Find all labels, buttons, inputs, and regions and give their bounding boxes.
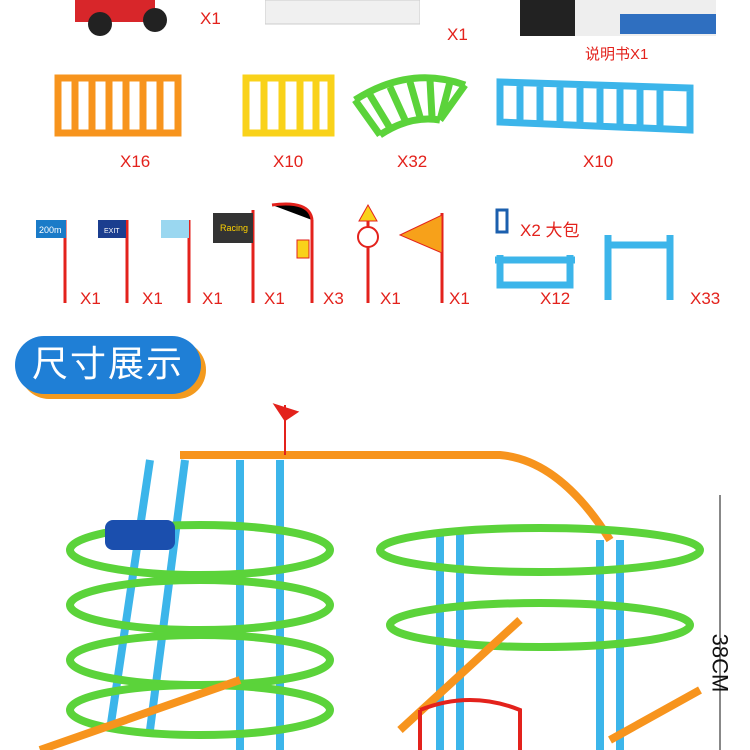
warning-sign-quantity: X1 [380, 289, 401, 308]
track-pieces-illustration [54, 74, 694, 138]
racing-flag-icon [213, 213, 253, 243]
traffic-light-icon [296, 239, 310, 259]
green-curve-track [352, 74, 468, 138]
clip-quantity: X2 大包 [520, 221, 580, 240]
traffic-light-quantity: X3 [323, 289, 344, 308]
toy-car-image [75, 0, 167, 36]
parts-illustration [495, 208, 674, 300]
height-label: 38CM [707, 633, 733, 693]
pennant-flag-quantity: X1 [449, 289, 470, 308]
car-quantity: X1 [200, 9, 221, 28]
exit-sign-quantity: X1 [142, 289, 163, 308]
clip-icon [495, 208, 509, 234]
base-quantity: X12 [540, 289, 571, 308]
pillar-icon [604, 235, 674, 300]
pennant-flag-icon [398, 214, 443, 254]
base-icon [495, 255, 575, 289]
manual-quantity: 说明书X1 [585, 46, 649, 63]
distance-sign-icon [36, 220, 66, 238]
yellow-track-quantity: X10 [273, 152, 304, 171]
exit-sign-icon [98, 220, 126, 238]
blue-track-quantity: X10 [583, 152, 614, 171]
package-box-image [265, 0, 420, 25]
assembled-track-photo [38, 403, 721, 750]
box-quantity: X1 [447, 25, 468, 44]
distance-sign-quantity: X1 [80, 289, 101, 308]
yellow-short-track [242, 74, 335, 137]
no-parking-quantity: X1 [202, 289, 223, 308]
blue-slope-track [496, 78, 694, 134]
svg-text:EXIT: EXIT [104, 228, 120, 235]
section-title: 尺寸展示 [15, 336, 201, 394]
warning-sign-icon [358, 203, 378, 222]
orange-straight-track [54, 74, 182, 137]
no-parking-sign-icon [161, 220, 189, 238]
svg-text:200m: 200m [39, 225, 62, 235]
signs-illustration: 200m EXIT Racing [36, 202, 444, 303]
orange-track-quantity: X16 [120, 152, 151, 171]
pillar-quantity: X33 [690, 289, 721, 308]
manual-image [520, 0, 716, 36]
racing-flag-quantity: X1 [264, 289, 285, 308]
svg-text:Racing: Racing [220, 223, 248, 233]
green-track-quantity: X32 [397, 152, 428, 171]
toy-car-on-track [105, 520, 175, 550]
